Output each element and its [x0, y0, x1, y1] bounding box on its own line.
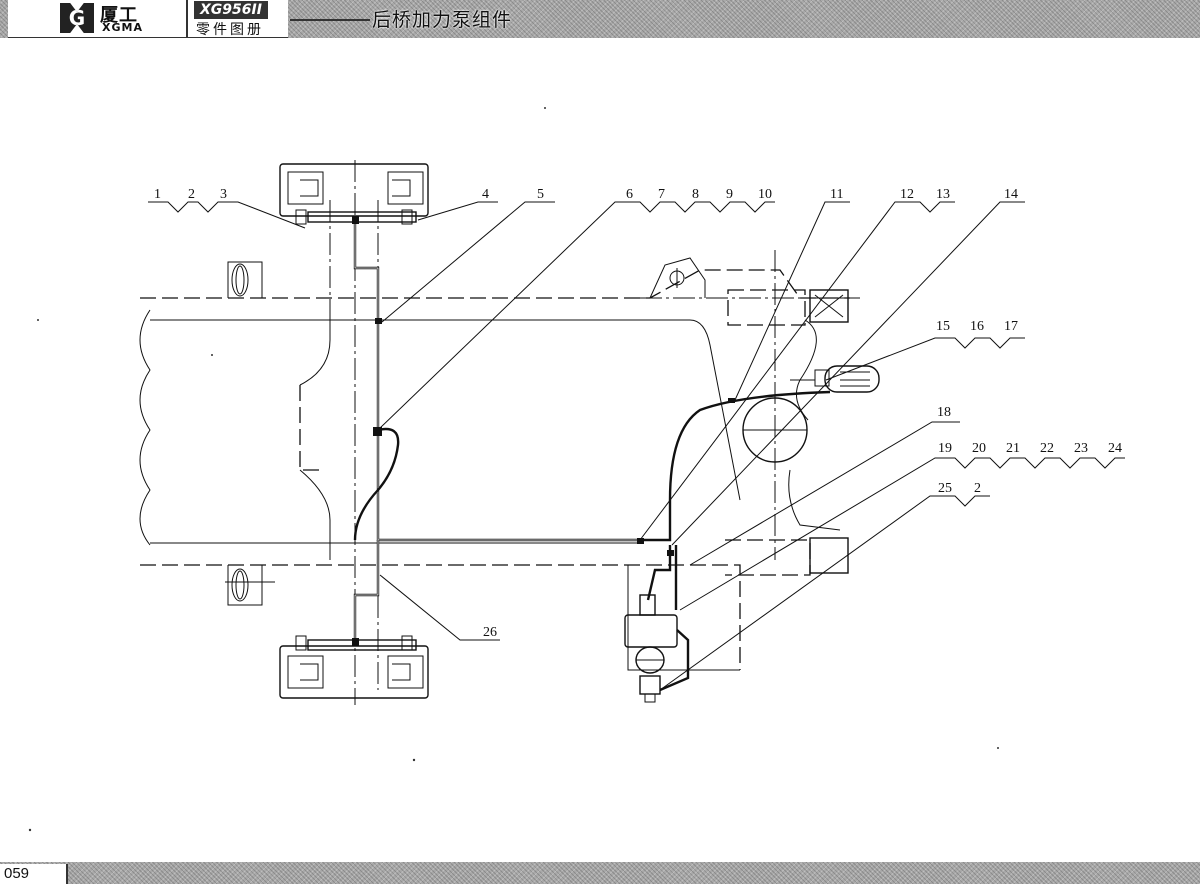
- callout-4: 4: [482, 187, 489, 202]
- callout-8: 8: [692, 187, 699, 202]
- sheet-title: 后桥加力泵组件: [372, 9, 513, 31]
- callout-7: 7: [658, 187, 665, 202]
- brand-name-cn: 厦工: [100, 5, 138, 26]
- brand-name-en: XGMA: [102, 21, 143, 34]
- callout-23: 23: [1074, 441, 1088, 456]
- callout-13: 13: [936, 187, 950, 202]
- page-number-box: 059: [0, 864, 68, 884]
- pivot-circle: [742, 397, 808, 463]
- upper-right-bracket: [788, 289, 849, 531]
- mounting-lug-top: [227, 261, 263, 298]
- callout-10: 10: [758, 187, 772, 202]
- callout-9: 9: [726, 187, 733, 202]
- callout-25: 25: [938, 481, 952, 496]
- callout-26: 26: [483, 625, 497, 640]
- callout-11: 11: [830, 187, 843, 202]
- manual-label: 零件图册: [196, 22, 264, 38]
- callout-2: 2: [188, 187, 195, 202]
- brake-cylinder: [790, 365, 880, 393]
- callout-15: 15: [936, 319, 950, 334]
- page-number: 059: [4, 865, 30, 882]
- callout-21: 21: [1006, 441, 1020, 456]
- pipe-fittings: [352, 216, 735, 646]
- callout-6: 6: [626, 187, 633, 202]
- leader-lines: [148, 201, 1125, 691]
- callout-labels: 1 2 3 4 5 6 7 8 9 10 11 12 13 14 15 16 1…: [154, 187, 1122, 640]
- footer-band: [0, 862, 1200, 884]
- callout-16: 16: [970, 319, 984, 334]
- callout-12: 12: [900, 187, 914, 202]
- callout-14: 14: [1004, 187, 1018, 202]
- pin-bracket-top: [649, 257, 706, 299]
- model-box: XG956II 零件图册: [188, 0, 288, 38]
- callout-17: 17: [1004, 319, 1018, 334]
- mounting-lug-bottom: [225, 565, 275, 606]
- callout-20: 20: [972, 441, 986, 456]
- model-number: XG956II: [194, 1, 268, 19]
- callout-1: 1: [154, 187, 161, 202]
- lower-right-block: [809, 537, 849, 574]
- callout-19: 19: [938, 441, 952, 456]
- scan-specks: [28, 107, 999, 832]
- title-rule: [290, 19, 370, 21]
- callout-22: 22: [1040, 441, 1054, 456]
- brake-pipes: [353, 220, 831, 692]
- callout-5: 5: [537, 187, 544, 202]
- xgma-logo-icon: G: [60, 3, 94, 33]
- wheel-hub-top: [279, 163, 429, 225]
- brand-logo: G 厦工 XGMA: [8, 0, 188, 38]
- callout-18: 18: [937, 405, 951, 420]
- callout-25-2: 2: [974, 481, 981, 496]
- axle-centerlines: [329, 160, 860, 705]
- callout-24: 24: [1108, 441, 1122, 456]
- callout-3: 3: [220, 187, 227, 202]
